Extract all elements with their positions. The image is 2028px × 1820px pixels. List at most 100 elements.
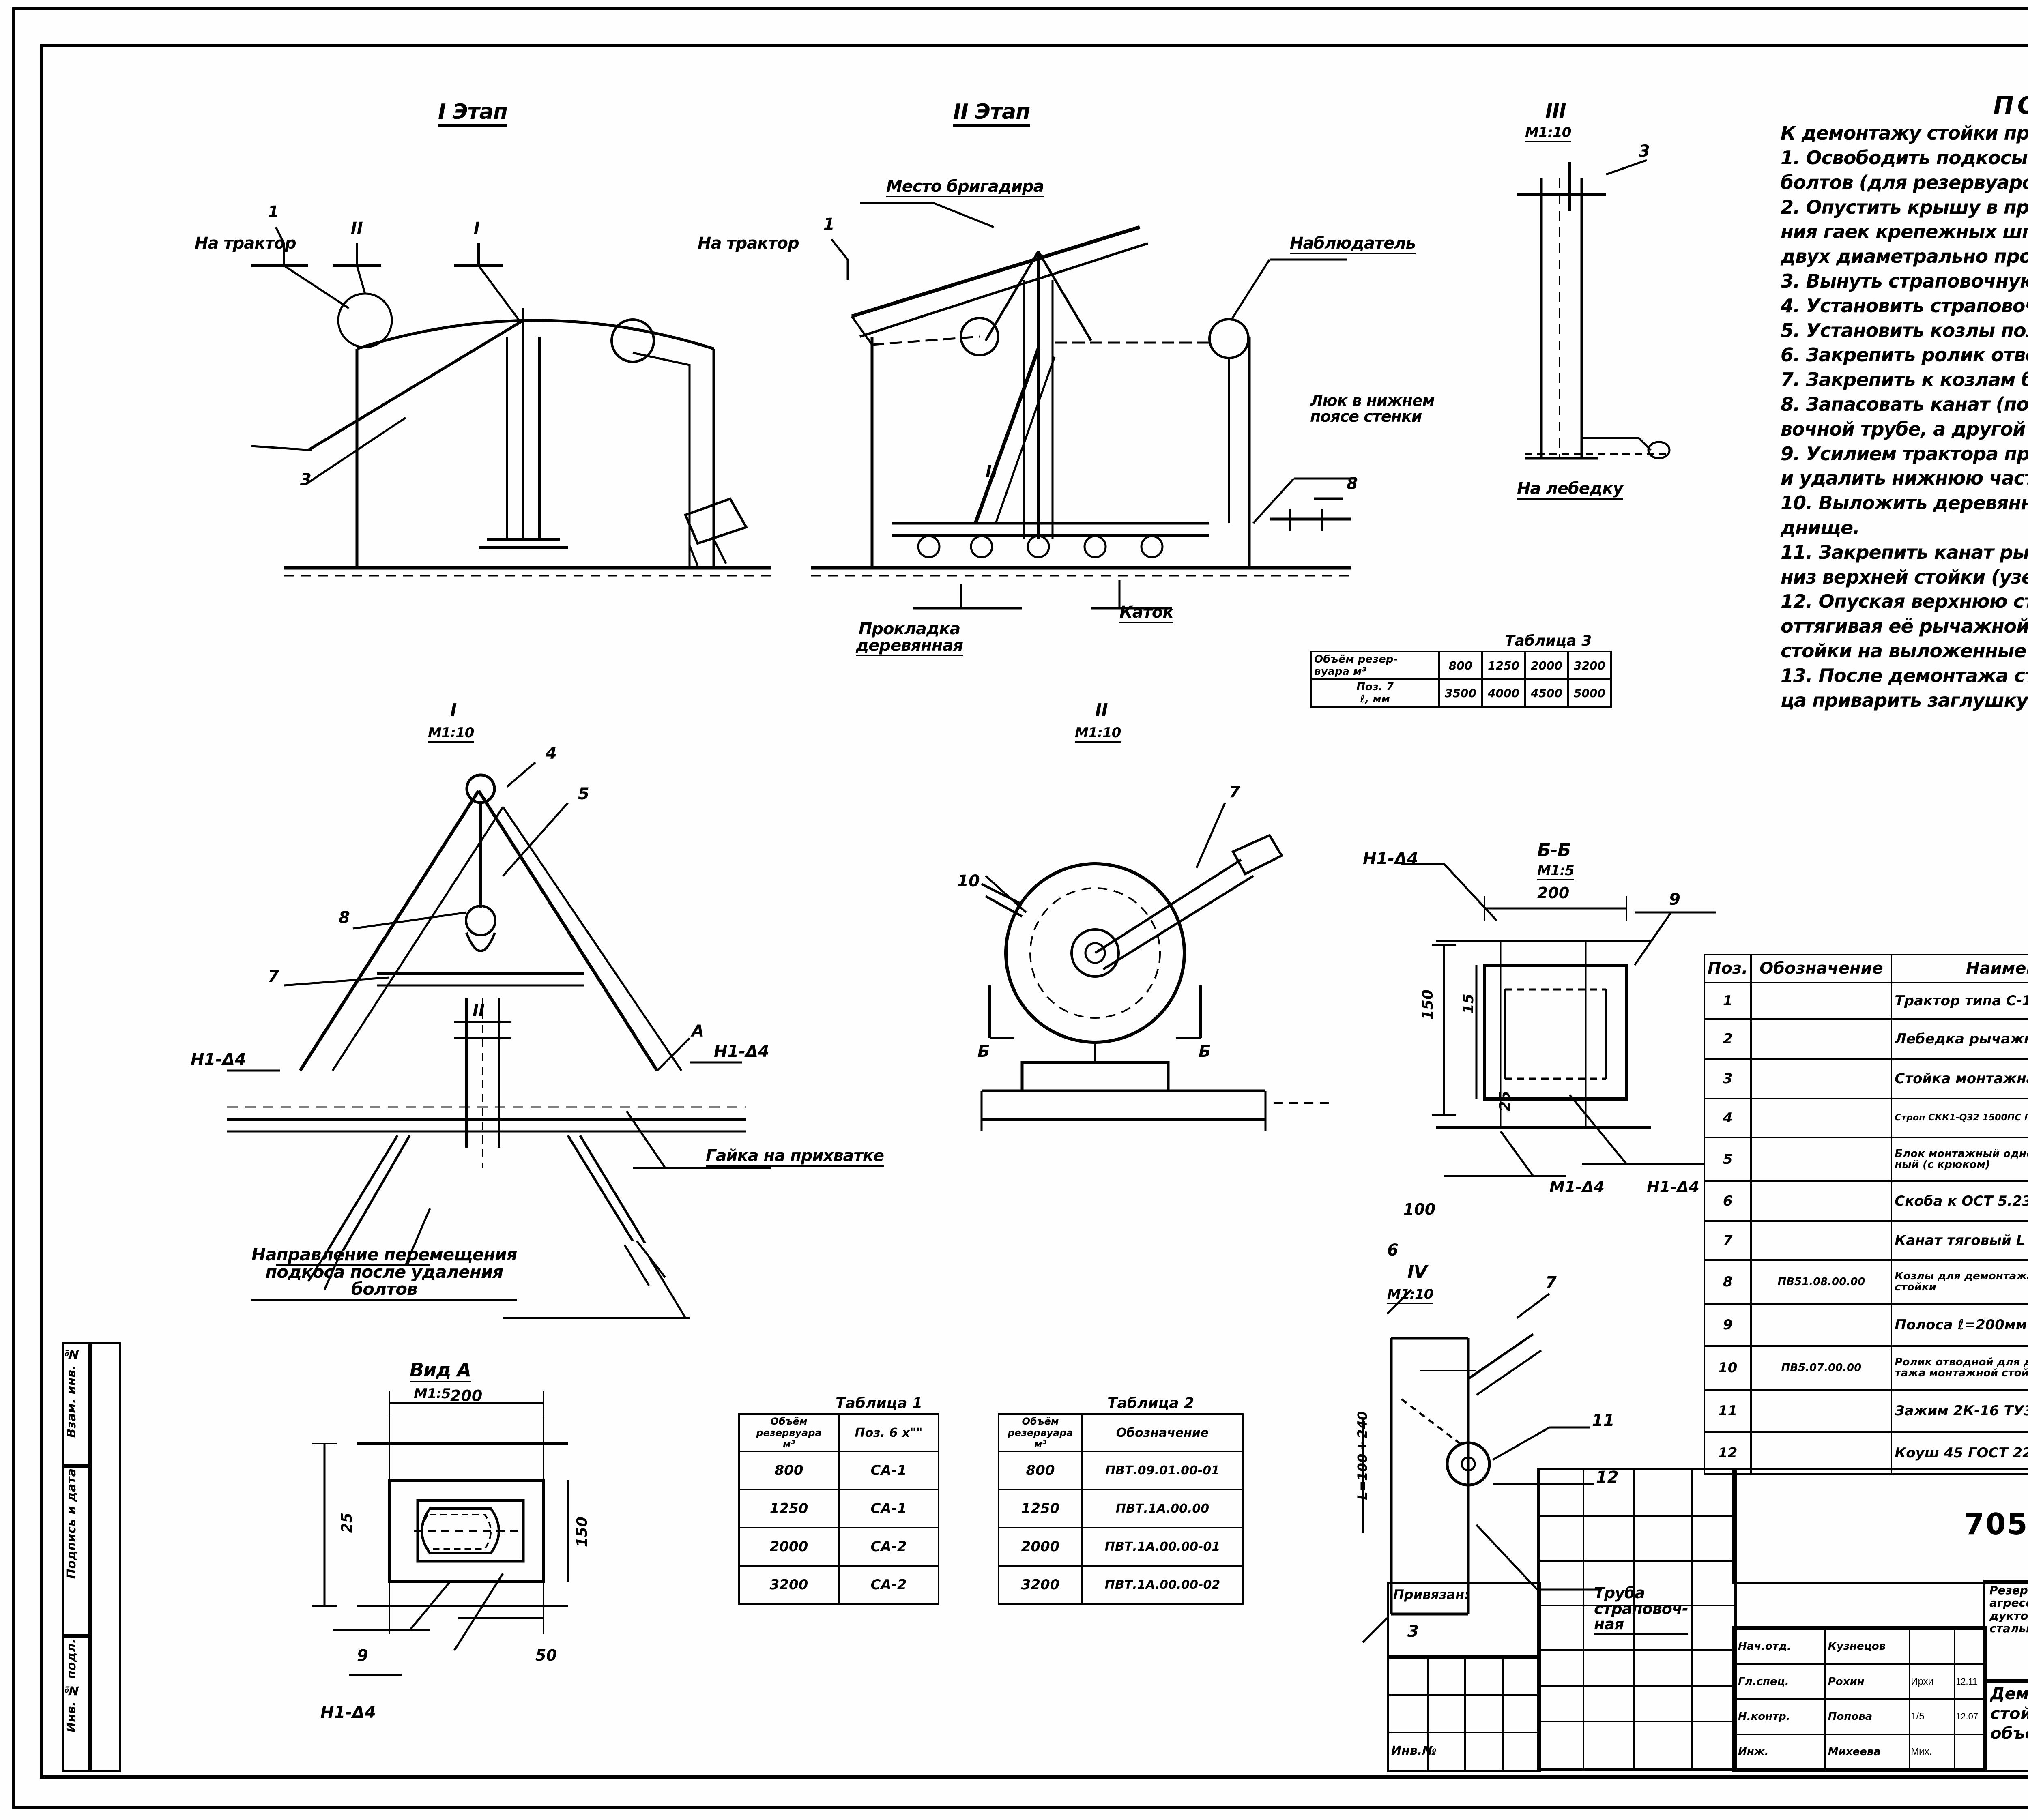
item-num-3-stage1: 3 <box>300 470 312 489</box>
role-name: Нач.отд. <box>1734 1628 1826 1665</box>
role-row: Нач.отд. Кузнецов <box>1734 1628 1985 1665</box>
procedure-block: ПОРЯДОК РАБОТ К демонтажу стойки приступ… <box>1781 93 2028 713</box>
dim-bb-25: 25 <box>1497 1091 1513 1112</box>
callout-na-lebedku: На лебедку <box>1517 481 1623 500</box>
spec-name: Блок монтажный однороль- ный (с крюком) <box>1891 1137 2028 1183</box>
item-num-1-stage2: 1 <box>823 215 835 234</box>
item-num-9-bb: 9 <box>1669 890 1680 909</box>
table-row: 800 СА-1 <box>738 1451 939 1490</box>
roles-block: Нач.отд. Кузнецов Гл.спец. Рохин Ирхи 12… <box>1732 1626 1987 1772</box>
spec-pos: 10 <box>1703 1345 1752 1391</box>
spec-designation <box>1750 982 1893 1020</box>
weld-m1-bb: М1-Δ4 <box>1549 1178 1605 1196</box>
spec-pos: 1 <box>1703 982 1752 1020</box>
node2-scale: М1:10 <box>1075 726 1121 743</box>
table-row: Объём резер- вуара м³ 800 1250 2000 3200 <box>1310 651 1612 680</box>
table2-header-0: Объём резервуара м³ <box>998 1413 1083 1452</box>
item-num-7-node1: 7 <box>268 967 279 986</box>
spec-header-designation: Обозначение <box>1750 953 1893 984</box>
item-num-10-node2: 10 <box>957 872 980 891</box>
procedure-item: низ верхней стойки (узел II). <box>1781 566 2028 588</box>
role-date <box>1954 1628 1985 1665</box>
procedure-item: 7. Закрепить к козлам блок (поз. 5) (узе… <box>1781 369 2028 391</box>
spec-designation <box>1750 1058 1893 1100</box>
spec-pos: 6 <box>1703 1180 1752 1222</box>
role-date: 12.07 <box>1954 1698 1985 1735</box>
view-a-scale: М1:5 <box>414 1386 451 1402</box>
callout-napravlenie: Направление перемещения подкоса после уд… <box>251 1229 517 1301</box>
item-num-II-stage2: II <box>986 462 998 481</box>
table-header-row: Поз. Обозначение Наименование Ед. изм. К… <box>1703 953 2028 984</box>
stamp-col-3: Инв. № подл. <box>62 1634 92 1772</box>
drawing-code: 705-5-045с.89ПМ <box>1964 1507 2028 1541</box>
table1-caption: Таблица 1 <box>836 1395 923 1412</box>
table3-len-0: 3500 <box>1438 678 1483 708</box>
table2-des-3: ПВТ.1А.00.00-02 <box>1081 1565 1244 1605</box>
node3-scale: М1:10 <box>1525 126 1571 142</box>
role-name: Инж. <box>1734 1733 1826 1770</box>
callout-katok: Каток <box>1119 604 1173 623</box>
spec-pos: 5 <box>1703 1137 1752 1183</box>
item-num-4-node1: 4 <box>546 744 557 763</box>
table2-vol-1: 1250 <box>998 1489 1083 1528</box>
procedure-item: 5. Установить козлы поз. 8 (узел I) на к… <box>1781 319 2028 341</box>
spec-designation <box>1750 1303 1893 1347</box>
table-row: 1250 СА-1 <box>738 1489 939 1528</box>
spec-pos: 12 <box>1703 1431 1752 1475</box>
stamp-label-1: Взам. инв. № <box>64 1347 79 1438</box>
table3-rowlabel-0: Объём резер- вуара м³ <box>1310 651 1440 680</box>
item-num-3-node4: 3 <box>1407 1622 1419 1641</box>
drawing-title: Демонтаж монтажной стойки для резервуаро… <box>1990 1685 2028 1743</box>
spec-designation <box>1750 1220 1893 1261</box>
table1-vol-0: 800 <box>738 1451 840 1490</box>
procedure-item: 9. Усилием трактора приподнять стойку на… <box>1781 442 2028 465</box>
item-num-7-node4: 7 <box>1545 1273 1557 1292</box>
dim-va-200: 200 <box>450 1387 483 1405</box>
procedure-item: оттягивая её рычажной лебедкой (этап II)… <box>1781 615 2028 637</box>
table2-header-1: Обозначение <box>1081 1413 1244 1452</box>
node3-title: III <box>1545 100 1566 122</box>
spec-name: Коуш 45 ГОСТ 2224-72 <box>1891 1431 2028 1475</box>
drawing-title-box: Демонтаж монтажной стойки для резервуаро… <box>1983 1679 2028 1772</box>
item-num-7-node2: 7 <box>1229 783 1240 801</box>
procedure-item: 6. Закрепить ролик отводной поз. 10 (узе… <box>1781 344 2028 366</box>
table3-vol-3: 3200 <box>1567 651 1612 680</box>
procedure-item: вочной трубе, а другой конец к трактору … <box>1781 418 2028 440</box>
role-person: Кузнецов <box>1824 1628 1911 1665</box>
table1-pos-3: СА-2 <box>838 1565 939 1605</box>
callout-truba: Труба страповоч- ная <box>1594 1569 1689 1635</box>
table-row: 1250 ПВТ.1А.00.00 <box>998 1489 1244 1528</box>
table3-len-1: 4000 <box>1481 678 1526 708</box>
table3-vol-1: 1250 <box>1481 651 1526 680</box>
table1-vol-3: 3200 <box>738 1565 840 1605</box>
spec-name: Козлы для демонтажа стойки <box>1891 1259 2028 1305</box>
procedure-item: болтов (для резервуаров объёмами 1250, 2… <box>1781 171 2028 193</box>
view-a-title: Вид А <box>410 1361 471 1382</box>
table3-vol-0: 800 <box>1438 651 1483 680</box>
spec-name: Полоса ℓ=200мм <box>1891 1303 2028 1347</box>
stamp-col-2: Подпись и дата <box>62 1464 92 1638</box>
privyazka-box: Привязан: <box>1387 1582 1541 1659</box>
role-person: Михеева <box>1824 1733 1911 1770</box>
role-name: Н.контр. <box>1734 1698 1826 1735</box>
procedure-item: и удалить нижнюю часть стойки из резерву… <box>1781 467 2028 489</box>
spec-name: Канат тяговый L <box>1891 1220 2028 1261</box>
table3-vol-2: 2000 <box>1524 651 1569 680</box>
table2: Объём резервуара м³ Обозначение 800 ПВТ.… <box>998 1413 1244 1605</box>
procedure-item: днище. <box>1781 516 1860 539</box>
table2-caption: Таблица 2 <box>1107 1395 1194 1412</box>
table-header-row: Объём резервуара м³ Обозначение <box>998 1413 1244 1452</box>
callout-na-traktor-left: На трактор <box>195 234 296 253</box>
item-num-5-node1: 5 <box>578 785 589 803</box>
stamp-col-right <box>88 1342 121 1772</box>
dim-bb-100: 100 <box>1403 1200 1436 1218</box>
role-sign: Ирхи <box>1909 1663 1956 1700</box>
procedure-item: 2. Опустить крышу в проектное положение … <box>1781 196 2028 218</box>
